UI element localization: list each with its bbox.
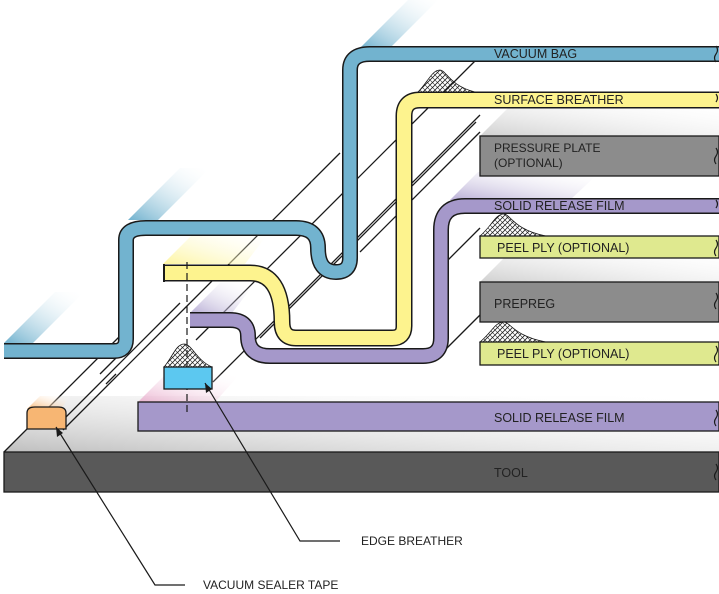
peel-ply-top-hatch [480, 214, 546, 236]
vacuum-sealer-tape-callout-label: VACUUM SEALER TAPE [203, 578, 338, 592]
sealer-tape-block [27, 407, 66, 429]
edge-breather-hatch [164, 344, 212, 367]
solid-release-film-bottom-label: SOLID RELEASE FILM [494, 411, 625, 425]
vacuum-bag-mid-top-face [128, 168, 210, 220]
vacuum-bag-upper-top-face [360, 0, 442, 48]
edge-breather-block [164, 367, 212, 389]
peel-ply-bottom-layer: PEEL PLY (OPTIONAL) [480, 322, 719, 365]
peel-ply-bottom-label: PEEL PLY (OPTIONAL) [497, 347, 629, 361]
pressure-plate-label-line1: PRESSURE PLATE [494, 141, 600, 155]
pressure-plate-label-line2: (OPTIONAL) [494, 156, 563, 170]
edge-breather-callout-label: EDGE BREATHER [361, 534, 463, 548]
solid-release-film-top-label: SOLID RELEASE FILM [494, 199, 625, 213]
vacuum-bag-label: VACUUM BAG [494, 47, 577, 61]
vacuum-bag-left-top-face [4, 292, 84, 343]
prepreg-label: PREPREG [494, 297, 555, 311]
tool-label: TOOL [494, 466, 528, 480]
vacuum-sealer-tape [27, 396, 70, 429]
peel-ply-top-layer: PEEL PLY (OPTIONAL) [480, 214, 719, 258]
surface-breather-end-cap [163, 264, 165, 282]
tool-front-face [4, 452, 719, 492]
pressure-plate-layer: PRESSURE PLATE (OPTIONAL) [480, 100, 719, 176]
surface-breather-label: SURFACE BREATHER [494, 93, 624, 107]
peel-ply-bottom-hatch [480, 322, 546, 342]
surface-breather-hatch [418, 70, 475, 92]
edge-breather [164, 344, 212, 389]
solid-release-film-bottom-layer: SOLID RELEASE FILM [138, 374, 719, 431]
release-film-left-top-face [190, 283, 255, 313]
peel-ply-top-label: PEEL PLY (OPTIONAL) [497, 241, 629, 255]
